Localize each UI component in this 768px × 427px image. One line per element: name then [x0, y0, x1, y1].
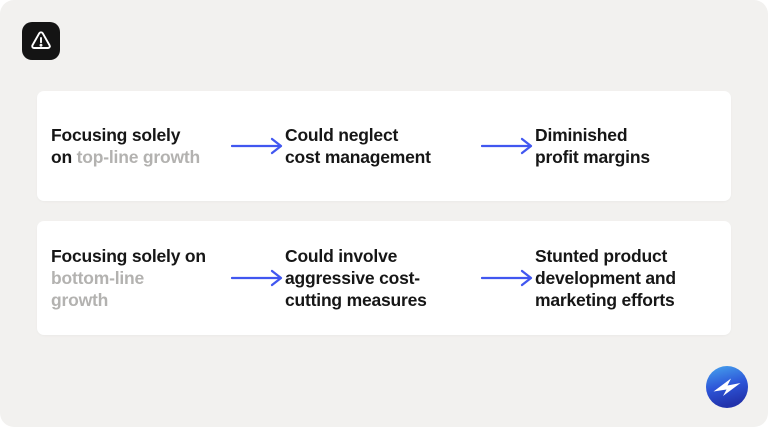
arrow-right-icon [231, 269, 285, 287]
factor-line: aggressive cost- [285, 267, 420, 288]
arrow-cell [231, 269, 285, 287]
brand-logo [706, 366, 748, 408]
outcome-text: Diminished profit margins [535, 124, 713, 168]
flow-row-top-line: Focusing solely on top-line growth Could… [37, 91, 731, 201]
arrow-right-icon [231, 137, 285, 155]
arrow-right-icon [481, 137, 535, 155]
factor-line: cost management [285, 147, 431, 167]
factor-line: Could neglect [285, 124, 399, 145]
flow-row-bottom-line: Focusing solely on bottom-line growth Co… [37, 221, 731, 335]
arrow-right-icon [481, 269, 535, 287]
factor-text: Could neglect cost management [285, 124, 481, 168]
arrow-cell [481, 137, 535, 155]
outcome-text: Stunted product development and marketin… [535, 245, 713, 311]
factor-line: Could involve [285, 245, 398, 266]
warning-badge [22, 22, 60, 60]
cause-highlight: bottom-line [51, 267, 145, 288]
bolt-sphere-icon [706, 366, 748, 408]
cause-highlight: growth [51, 290, 109, 311]
arrow-cell [231, 137, 285, 155]
arrow-cell [481, 269, 535, 287]
cause-highlight: top-line growth [76, 147, 201, 167]
factor-line: cutting measures [285, 290, 427, 311]
cause-line: on [51, 147, 77, 167]
outcome-line: Stunted product [535, 245, 668, 266]
cause-line: Focusing solely on [51, 245, 206, 266]
outcome-line: marketing efforts [535, 290, 675, 311]
cause-line: Focusing solely [51, 124, 181, 145]
cause-text: Focusing solely on top-line growth [51, 124, 231, 168]
outcome-line: development and [535, 267, 676, 288]
cause-text: Focusing solely on bottom-line growth [51, 245, 231, 311]
outcome-line: profit margins [535, 147, 650, 167]
warning-triangle-icon [29, 29, 53, 53]
factor-text: Could involve aggressive cost- cutting m… [285, 245, 481, 311]
outcome-line: Diminished [535, 124, 628, 145]
